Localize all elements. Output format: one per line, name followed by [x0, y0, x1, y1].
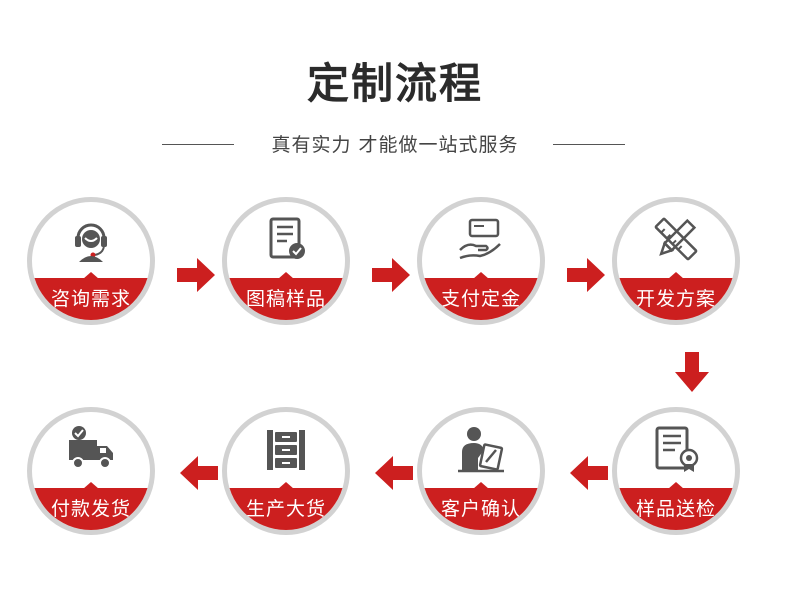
label-band-notch: [668, 482, 684, 489]
certificate-icon: [655, 426, 699, 472]
warehouse-shelf-icon: [267, 430, 305, 470]
label-band-notch: [278, 482, 294, 489]
label-band: [227, 278, 345, 320]
label-band: [617, 488, 735, 530]
label-band-notch: [278, 272, 294, 279]
step-label: 支付定金: [440, 288, 521, 310]
label-band: [32, 488, 150, 530]
step-label: 生产大货: [245, 498, 326, 520]
label-band: [617, 278, 735, 320]
arrow-right-icon: [567, 258, 605, 292]
delivery-truck-icon: [69, 426, 113, 469]
label-band: [422, 488, 540, 530]
step-mass-production: 生产大货: [222, 407, 350, 535]
arrow-down-icon: [675, 352, 709, 392]
step-label: 咨询需求: [50, 288, 131, 310]
step-customer-confirm: 客户确认: [417, 407, 545, 535]
page-title: 定制流程: [306, 59, 483, 108]
arrow-right-icon: [177, 258, 215, 292]
pencil-ruler-icon: [654, 217, 698, 261]
label-band-notch: [83, 272, 99, 279]
arrow-left-icon: [180, 456, 218, 490]
headset-agent-icon: [75, 223, 107, 262]
step-inspection: 样品送检: [612, 407, 740, 535]
step-dev-plan: 开发方案: [612, 197, 740, 325]
label-band-notch: [473, 482, 489, 489]
subtitle-row: 真有实力 才能做一站式服务: [0, 130, 790, 160]
label-band: [422, 278, 540, 320]
label-band: [227, 488, 345, 530]
step-pay-ship: 付款发货: [27, 407, 155, 535]
label-band-notch: [83, 482, 99, 489]
person-signing-icon: [458, 427, 504, 473]
step-label: 样品送检: [635, 498, 716, 520]
step-label: 开发方案: [635, 288, 716, 310]
step-draft-sample: 图稿样品: [222, 197, 350, 325]
step-label: 客户确认: [440, 498, 521, 520]
label-band-notch: [668, 272, 684, 279]
arrow-right-icon: [372, 258, 410, 292]
divider-left: [162, 144, 234, 145]
step-label: 图稿样品: [245, 288, 326, 310]
step-deposit: 支付定金: [417, 197, 545, 325]
page-subtitle: 真有实力 才能做一站式服务: [271, 134, 519, 156]
divider-right: [553, 144, 625, 145]
hand-card-payment-icon: [459, 218, 501, 260]
document-check-icon: [269, 217, 305, 259]
label-band-notch: [473, 272, 489, 279]
arrow-left-icon: [375, 456, 413, 490]
step-consult: 咨询需求: [27, 197, 155, 325]
step-label: 付款发货: [50, 498, 131, 520]
label-band: [32, 278, 150, 320]
arrow-left-icon: [570, 456, 608, 490]
